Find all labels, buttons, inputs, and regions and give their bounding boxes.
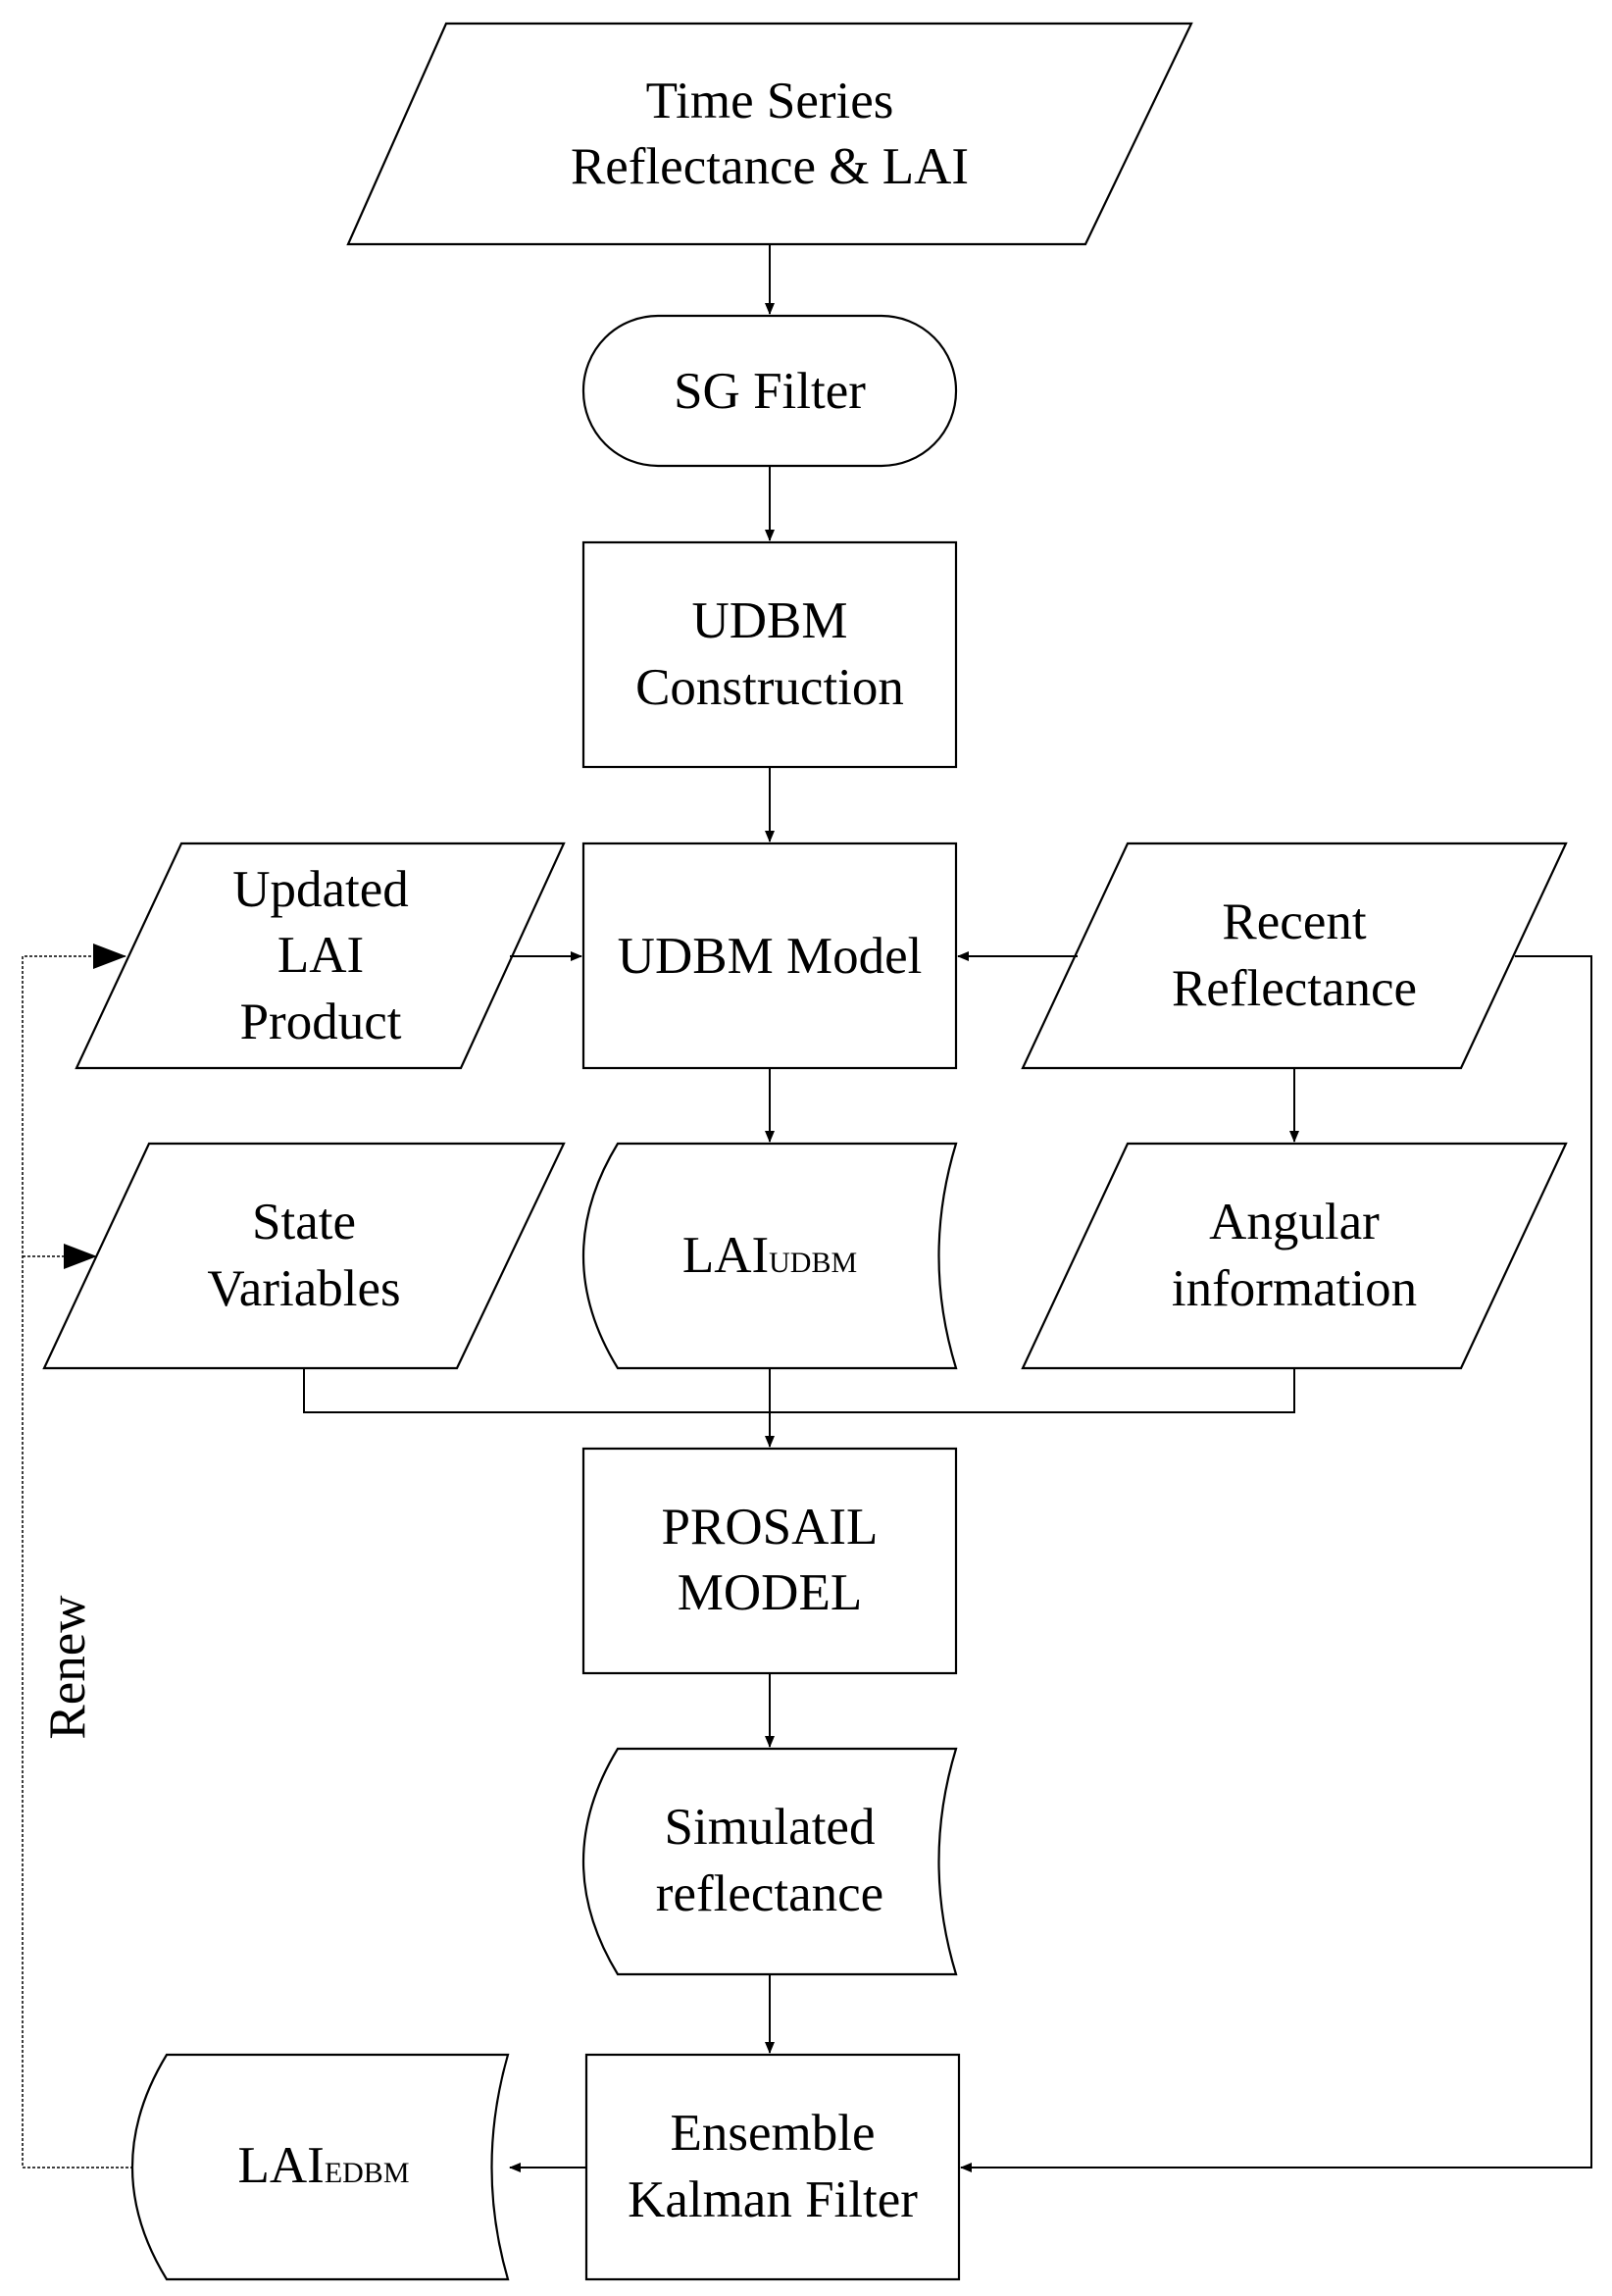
state-variables-line1: State (252, 1194, 356, 1250)
udbm-construction-line2: Construction (635, 659, 904, 716)
state-variables-line2: Variables (207, 1260, 400, 1317)
lai-udbm-node: LAIUDBM (581, 1142, 958, 1370)
sg-filter-label: SG Filter (674, 363, 866, 420)
ensemble-kalman-line1: Ensemble (671, 2105, 876, 2162)
updated-lai-line3: Product (240, 994, 402, 1050)
renew-loop-to-updated-lai (22, 944, 133, 2168)
renew-label: Renew (39, 1595, 96, 1740)
udbm-construction-node: UDBM Construction (581, 540, 958, 769)
lai-edbm-node: LAIEDBM (130, 2053, 510, 2281)
recent-reflectance-node: Recent Reflectance (1021, 842, 1568, 1070)
lai-edbm-sub: EDBM (325, 2157, 410, 2189)
lai-edbm-label: LAIEDBM (238, 2137, 410, 2194)
prosail-model-node: PROSAIL MODEL (581, 1447, 958, 1675)
simulated-reflectance-node: Simulated reflectance (582, 1747, 958, 1976)
lai-udbm-label: LAIUDBM (682, 1227, 857, 1284)
arrow-recent-to-kalman (960, 955, 1592, 2172)
lai-udbm-sub: UDBM (769, 1247, 857, 1279)
angular-information-node: Angular information (1021, 1142, 1568, 1370)
updated-lai-line2: LAI (277, 927, 364, 984)
angular-information-line1: Angular (1209, 1194, 1380, 1250)
updated-lai-node: Updated LAI Product (75, 842, 566, 1070)
lai-udbm-base: LAI (682, 1227, 769, 1284)
prosail-model-line2: MODEL (678, 1564, 862, 1621)
lai-edbm-base: LAI (238, 2137, 325, 2194)
state-variables-node: State Variables (42, 1142, 566, 1370)
updated-lai-line1: Updated (232, 861, 409, 918)
ensemble-kalman-node: Ensemble Kalman Filter (584, 2053, 961, 2281)
sg-filter-node: SG Filter (581, 314, 958, 468)
udbm-construction-line1: UDBM (691, 592, 847, 649)
simulated-reflectance-line1: Simulated (665, 1799, 876, 1856)
merge-line (303, 1368, 1295, 1413)
udbm-model-label: UDBM Model (618, 928, 923, 985)
udbm-model-node: UDBM Model (581, 842, 958, 1070)
recent-reflectance-line1: Recent (1222, 893, 1366, 950)
time-series-line2: Reflectance & LAI (571, 138, 969, 195)
ensemble-kalman-line2: Kalman Filter (628, 2171, 918, 2228)
time-series-node: Time Series Reflectance & LAI (346, 22, 1193, 246)
simulated-reflectance-line2: reflectance (656, 1865, 883, 1922)
prosail-model-line1: PROSAIL (662, 1499, 879, 1556)
angular-information-line2: information (1172, 1260, 1417, 1317)
recent-reflectance-line2: Reflectance (1172, 960, 1417, 1017)
time-series-line1: Time Series (646, 73, 894, 129)
